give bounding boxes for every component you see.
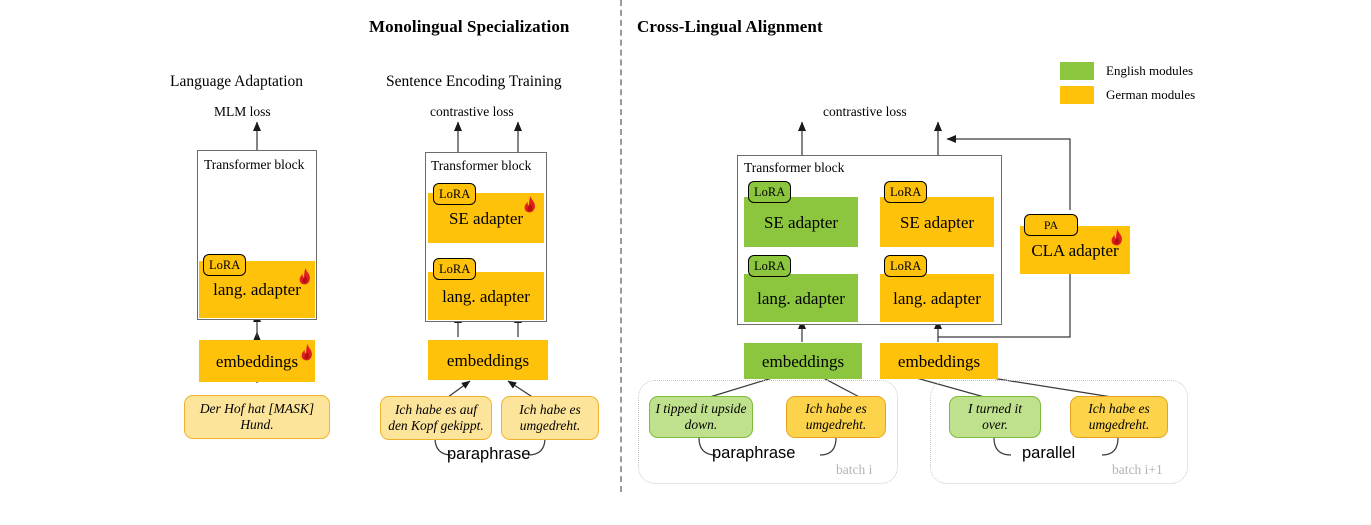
flame-icon-la-embeddings <box>301 344 312 361</box>
legend-item-english: English modules <box>1060 62 1193 80</box>
module-se-adapter-se: SE adapter <box>428 193 544 243</box>
lora-badge-label-se-adapter-se: LoRA <box>439 186 471 201</box>
lora-badge-label-se-german: LoRA <box>890 184 922 199</box>
flame-icon-cla-adapter <box>1111 229 1122 246</box>
module-label-lang-adapter-la: lang. adapter <box>213 280 301 299</box>
transformer-block-label-la: Transformer block <box>204 157 305 172</box>
lora-badge-se-english: LoRA <box>748 181 792 203</box>
module-embeddings-la: embeddings <box>199 340 315 382</box>
module-se-adapter-german: SE adapter <box>880 197 994 247</box>
wire-emb-to-cla <box>938 261 1074 338</box>
module-lang-adapter-german: lang. adapter <box>880 274 994 322</box>
legend-item-german: German modules <box>1060 86 1195 104</box>
lora-badge-lang-adapter-se: LoRA <box>433 258 477 280</box>
curve-bi-right <box>819 437 837 456</box>
batch-label-i: batch i <box>836 462 873 477</box>
transformer-block-label-se: Transformer block <box>431 158 532 173</box>
relation-label-batch-i: paraphrase <box>712 444 796 462</box>
sentence-pill-se-left: Ich habe es auf den Kopf gekippt. <box>380 396 492 440</box>
batch-label-i-plus-1: batch i+1 <box>1112 462 1163 477</box>
curve-paraphrase-left <box>434 437 453 456</box>
module-label-cla-adapter: CLA adapter <box>1031 240 1119 260</box>
module-label-embeddings-se: embeddings <box>446 350 530 370</box>
sentence-pill-se-right: Ich habe es umgedreht. <box>501 396 599 440</box>
lora-badge-label-se-english: LoRA <box>754 184 786 199</box>
module-lang-adapter-english: lang. adapter <box>744 274 858 322</box>
lora-badge-label-lang-german: LoRA <box>890 258 922 273</box>
section-title-monolingual: Monolingual Specialization <box>369 17 570 36</box>
sentence-pill-la: Der Hof hat [MASK] Hund. <box>184 395 330 439</box>
module-lang-adapter-se: lang. adapter <box>428 272 544 320</box>
transformer-block-label-cla: Transformer block <box>744 160 845 175</box>
lora-badge-se-german: LoRA <box>884 181 928 203</box>
module-label-lang-adapter-english: lang. adapter <box>757 288 845 308</box>
sentence-pill-batch-i-english: I tipped it upside down. <box>649 396 753 438</box>
module-label-lang-adapter-se: lang. adapter <box>442 286 530 306</box>
sentence-pill-batch-i-german: Ich habe es umgedreht. <box>786 396 886 438</box>
legend-label-german: German modules <box>1106 87 1196 102</box>
legend-label-english: English modules <box>1106 63 1194 78</box>
label-mlm-loss: MLM loss <box>214 104 271 119</box>
pa-badge-label-cla: PA <box>1043 218 1059 232</box>
batch-container-i-plus-1 <box>930 380 1188 484</box>
module-embeddings-german: embeddings <box>880 343 998 379</box>
module-label-embeddings-english: embeddings <box>761 351 845 371</box>
lora-badge-lang-german: LoRA <box>884 255 928 277</box>
module-label-embeddings-la: embeddings <box>215 351 299 371</box>
label-contrastive-loss-cla: contrastive loss <box>823 104 907 119</box>
panel-divider <box>620 0 622 492</box>
relation-label-batch-i1: parallel <box>1022 444 1076 462</box>
wire-cla-to-loss <box>946 135 1071 210</box>
curve-bi-left <box>698 437 717 456</box>
curve-paraphrase-right <box>527 437 546 456</box>
lora-badge-lang-english: LoRA <box>748 255 792 277</box>
flame-icon-la-adapter <box>299 268 310 285</box>
module-label-lang-adapter-german: lang. adapter <box>893 288 981 308</box>
lora-badge-label-lang-english: LoRA <box>754 258 786 273</box>
batch-container-i <box>638 380 898 484</box>
flame-icon-se-adapter <box>524 196 535 213</box>
module-label-se-adapter-german: SE adapter <box>899 212 975 232</box>
module-label-se-adapter-english: SE adapter <box>763 212 839 232</box>
section-title-crosslingual: Cross-Lingual Alignment <box>637 17 823 36</box>
lora-badge-label-la: LoRA <box>209 257 241 272</box>
lora-badge-la: LoRA <box>203 254 247 276</box>
relation-label-se: paraphrase <box>447 445 531 463</box>
module-se-adapter-english: SE adapter <box>744 197 858 247</box>
panel-title-sentence-encoding: Sentence Encoding Training <box>386 73 562 90</box>
label-contrastive-loss-se: contrastive loss <box>430 104 514 119</box>
sentence-pill-batch-i1-german: Ich habe es umgedreht. <box>1070 396 1168 438</box>
panel-title-language-adaptation: Language Adaptation <box>170 73 303 90</box>
module-label-se-adapter-se: SE adapter <box>448 208 524 228</box>
lora-badge-se-adapter-se: LoRA <box>433 183 477 205</box>
legend-swatch-english <box>1060 62 1094 80</box>
lora-badge-label-lang-adapter-se: LoRA <box>439 261 471 276</box>
curve-bi1-right <box>1101 437 1119 456</box>
pa-badge-cla: PA <box>1024 214 1078 236</box>
module-label-embeddings-german: embeddings <box>897 351 981 371</box>
module-embeddings-english: embeddings <box>744 343 862 379</box>
curve-bi1-left <box>993 437 1012 456</box>
legend-swatch-german <box>1060 86 1094 104</box>
sentence-pill-batch-i1-english: I turned it over. <box>949 396 1041 438</box>
module-embeddings-se: embeddings <box>428 340 548 380</box>
